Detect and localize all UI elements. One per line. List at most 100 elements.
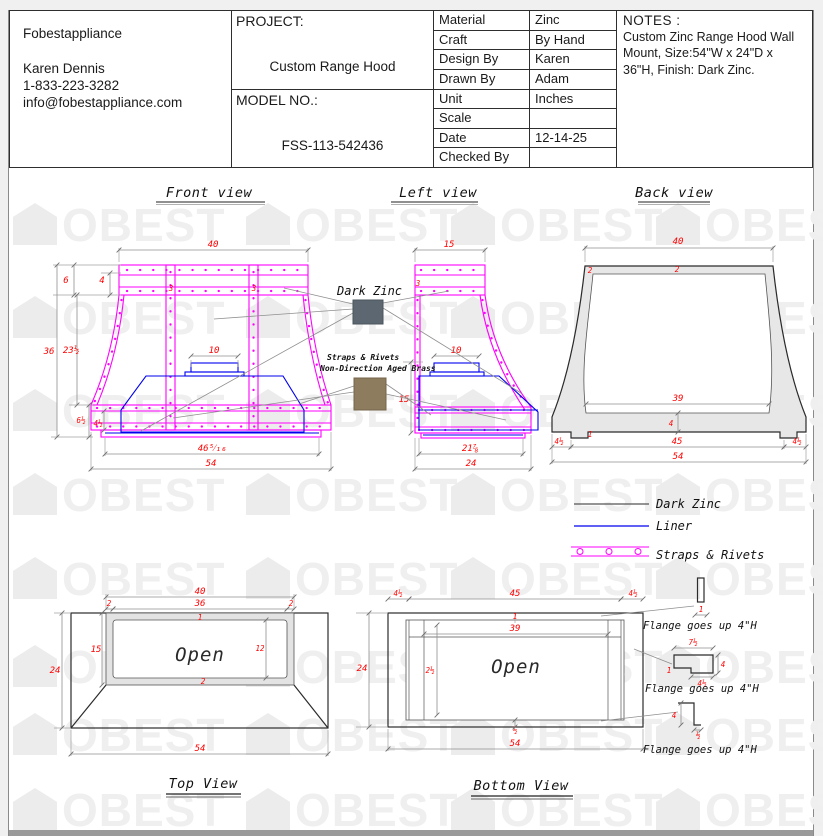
dim-label: 39 — [672, 394, 684, 404]
spec-label: Material — [434, 11, 530, 30]
dim-label: 24 — [50, 666, 61, 676]
left-liner — [418, 362, 539, 436]
left-dimensions: 15 3 10 15 21⅞ 24 — [399, 240, 534, 472]
title-block: Fobestappliance Karen Dennis 1-833-223-3… — [9, 10, 813, 168]
dim-label: 2 — [675, 265, 680, 274]
dim-label: 4½ — [792, 437, 802, 446]
dim-tick — [71, 262, 77, 268]
dim-label: ½ — [513, 726, 518, 735]
left-top-band — [414, 264, 486, 296]
front-view: Front view — [43, 185, 334, 472]
spec-label: Checked By — [434, 148, 530, 167]
bottom-dimensions: 4½ 45 4½ 1 39 2½ 24 ½ 54 — [356, 589, 646, 752]
dim-label: 2 — [588, 266, 593, 275]
dim-tick — [412, 466, 418, 472]
dim-label: 4½ — [93, 419, 103, 428]
dim-tick — [710, 645, 716, 651]
dim-tick — [54, 434, 60, 440]
dim-label: 4½ — [697, 679, 707, 688]
spec-label: Drawn By — [434, 69, 530, 89]
flange-detail-2 — [673, 654, 714, 674]
dim-tick — [421, 631, 427, 637]
dim-label: 4 — [99, 276, 104, 286]
table-row: Drawn By Adam — [434, 69, 616, 90]
spec-value: Adam — [535, 70, 569, 86]
dim-label: 21⅞ — [462, 444, 479, 454]
notes-cell: NOTES : Custom Zinc Range Hood Wall Moun… — [617, 11, 812, 167]
dim-tick — [316, 451, 322, 457]
dim-label: 7½ — [688, 638, 698, 647]
dim-tick — [781, 444, 787, 450]
bottom-view: Open 4½ 45 4½ 1 39 2½ 24 — [356, 589, 646, 800]
dim-tick — [385, 746, 391, 752]
flange-note: Flange goes up 4"H — [643, 744, 757, 756]
flange-detail-3 — [678, 702, 701, 726]
dim-tick — [102, 451, 108, 457]
view-title: Front view — [166, 185, 253, 201]
dim-label: 6½ — [76, 416, 86, 425]
project-label: PROJECT: — [236, 13, 304, 29]
dim-tick — [284, 606, 290, 612]
dim-tick — [328, 466, 334, 472]
dim-label: 1 — [588, 430, 593, 439]
dim-tick — [434, 712, 440, 718]
project-cell: PROJECT: Custom Range Hood MODEL NO.: FS… — [232, 11, 434, 167]
dim-label: 15 — [91, 645, 102, 655]
dim-label: 4 — [721, 660, 726, 669]
dim-tick — [54, 262, 60, 268]
dim-tick — [305, 247, 311, 253]
straps-callout-line2: Non-Direction Aged Brass — [319, 363, 436, 373]
top-view: Open 40 2 36 2 1 15 12 2 — [50, 587, 331, 798]
dim-tick — [549, 459, 555, 465]
legend-liner-label: Liner — [656, 519, 693, 533]
dim-label: 40 — [208, 240, 219, 250]
front-base-strip — [100, 429, 322, 438]
dim-tick — [528, 466, 534, 472]
dim-tick — [59, 610, 65, 616]
table-row: Scale — [434, 109, 616, 129]
dim-label: 54 — [673, 452, 684, 462]
dim-tick — [406, 596, 412, 602]
dim-tick — [86, 402, 92, 408]
dim-label: 2 — [107, 599, 112, 608]
dim-tick — [68, 751, 74, 757]
dim-tick — [678, 700, 684, 706]
flange-details: 1 Flange goes up 4"H 7½ 4 1 4½ Flange go… — [600, 577, 759, 756]
spec-label: Date — [434, 128, 530, 148]
model-value: FSS-113-542436 — [281, 137, 384, 153]
dim-tick — [107, 292, 113, 298]
back-view: Back view 40 2 2 39 4 1 — [549, 185, 809, 465]
dim-tick — [107, 270, 113, 276]
dim-tick — [235, 353, 241, 359]
dim-tick — [101, 427, 107, 433]
dim-tick — [291, 594, 297, 600]
dim-label: 40 — [195, 587, 206, 597]
dim-tick — [263, 617, 269, 623]
dim-tick — [366, 610, 372, 616]
front-top-band — [118, 264, 309, 296]
dim-tick — [99, 682, 105, 688]
dim-tick — [766, 401, 772, 407]
contact-cell: Fobestappliance Karen Dennis 1-833-223-3… — [10, 11, 232, 167]
dim-tick — [512, 724, 518, 730]
spec-value: By Hand — [535, 31, 585, 47]
dim-tick — [692, 612, 698, 618]
spec-value: Inches — [535, 90, 574, 106]
dim-tick — [482, 247, 488, 253]
dim-label: 45 — [510, 589, 521, 599]
dim-label: 46⁵⁄₁₆ — [198, 444, 227, 454]
dim-tick — [704, 612, 710, 618]
dim-tick — [385, 596, 391, 602]
dim-tick — [512, 717, 518, 723]
front-bottom-band — [90, 404, 332, 431]
flange-note: Flange goes up 4"H — [643, 620, 757, 632]
dim-label: 54 — [206, 459, 217, 469]
open-label: Open — [175, 644, 225, 666]
dim-tick — [568, 444, 574, 450]
dim-label: 4 — [669, 419, 674, 428]
company-name: Fobestappliance — [23, 26, 123, 41]
dim-tick — [74, 292, 80, 298]
